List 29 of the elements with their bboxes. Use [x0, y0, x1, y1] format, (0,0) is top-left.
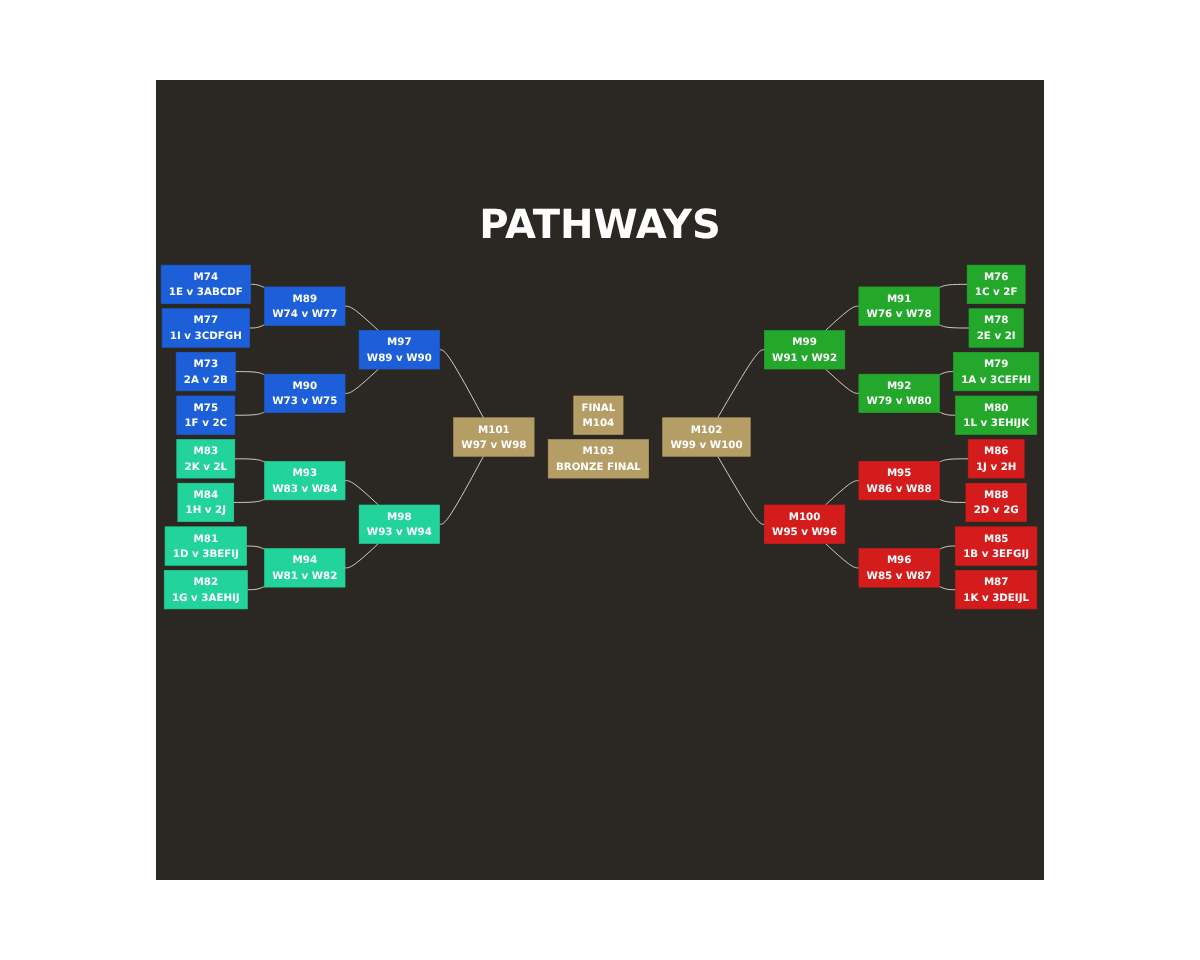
connector [233, 498, 266, 503]
connector [439, 349, 484, 419]
connector [234, 458, 266, 463]
connector [938, 498, 967, 503]
connector [717, 349, 765, 419]
connector [938, 324, 970, 329]
connector [824, 305, 860, 332]
connector [824, 480, 860, 506]
connector [234, 371, 266, 376]
connector [344, 305, 379, 332]
connector [824, 543, 860, 569]
connector [439, 455, 484, 525]
connector [344, 543, 379, 569]
connector [246, 545, 266, 550]
connector [249, 324, 266, 329]
connector [938, 283, 968, 289]
connector [938, 411, 956, 416]
connector [344, 368, 379, 394]
connector [938, 585, 957, 591]
connector [938, 545, 956, 550]
connector [246, 585, 266, 591]
connector [250, 283, 266, 289]
connector [824, 368, 860, 394]
title: PATHWAYS [479, 200, 721, 248]
connector [938, 371, 954, 376]
connector [717, 455, 765, 525]
connector [234, 411, 266, 416]
connector [938, 458, 969, 463]
connector [344, 480, 379, 506]
